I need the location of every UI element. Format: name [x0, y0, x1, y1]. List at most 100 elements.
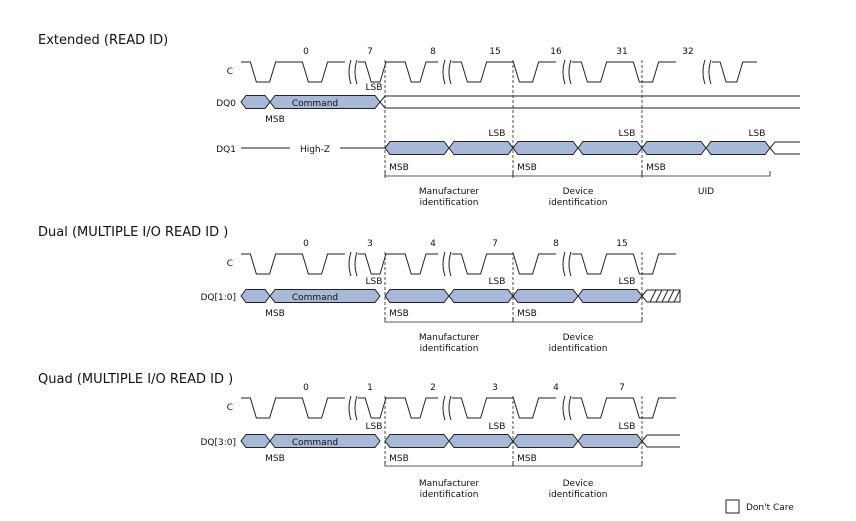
clock-number: 3: [492, 383, 498, 393]
group-manufacturer-id-line2: identification: [420, 198, 479, 208]
dont-care-label: Don't Care: [746, 503, 794, 513]
dout-cell: [384, 141, 450, 155]
command-label: Command: [292, 293, 338, 303]
dout-cell: [448, 141, 514, 155]
hatch-line: [655, 289, 663, 303]
highz-label: High-Z: [300, 145, 330, 155]
hatch-line: [667, 289, 675, 303]
break-mark: [568, 395, 572, 421]
lsb-label: LSB: [489, 277, 506, 287]
msb-label: MSB: [517, 454, 537, 464]
break-mark: [562, 59, 566, 85]
group-manufacturer-id-line2: identification: [420, 490, 479, 500]
clock-wave: [241, 61, 345, 83]
clock-label: C: [227, 67, 233, 77]
clock-label: C: [227, 403, 233, 413]
command-cell: [269, 434, 381, 448]
break-mark: [568, 251, 572, 277]
group-device-id-line2: identification: [549, 344, 608, 354]
clock-label: C: [227, 259, 233, 269]
group-manufacturer-id-line1: Manufacturer: [419, 479, 480, 489]
break-mark: [702, 59, 706, 85]
group-manufacturer-id-line2: identification: [420, 344, 479, 354]
clock-number: 31: [616, 47, 627, 57]
break-mark: [562, 251, 566, 277]
group-device-id-line2: identification: [549, 198, 608, 208]
break-mark: [354, 251, 358, 277]
section-title: Dual (MULTIPLE I/O READ ID ): [38, 225, 228, 240]
lsb-label: LSB: [366, 277, 383, 287]
break-mark: [348, 395, 352, 421]
legend: Don't Care: [725, 499, 794, 514]
dout-cell: [448, 434, 514, 448]
command-label: Command: [292, 99, 338, 109]
msb-cell: [240, 289, 271, 303]
hatch-line: [673, 289, 681, 303]
clock-number: 0: [303, 47, 309, 57]
dout-cell: [512, 141, 579, 155]
dout-cell: [705, 141, 771, 155]
clock-number: 7: [619, 383, 625, 393]
dq1-idle-bus: [769, 141, 800, 155]
clock-number: 0: [303, 239, 309, 249]
break-mark: [708, 59, 712, 85]
clock-wave: [358, 253, 438, 275]
clock-number: 4: [553, 383, 559, 393]
msb-label: MSB: [646, 163, 666, 173]
clock-wave: [452, 253, 556, 275]
clock-wave: [241, 397, 345, 419]
group-bracket: [512, 317, 643, 323]
msb-cell: [240, 434, 271, 448]
idle-bus: [641, 434, 680, 448]
hatch-line: [649, 289, 657, 303]
clock-number: 4: [430, 239, 436, 249]
dout-cell: [448, 289, 514, 303]
lsb-label: LSB: [489, 129, 506, 139]
clock-number: 16: [550, 47, 562, 57]
dq0-label: DQ0: [216, 99, 236, 109]
lsb-label: LSB: [619, 129, 636, 139]
clock-wave: [572, 61, 676, 83]
lsb-label: LSB: [366, 83, 383, 93]
group-manufacturer-id-line1: Manufacturer: [419, 333, 480, 343]
group-device-id-line1: Device: [563, 333, 594, 343]
msb-label: MSB: [265, 309, 285, 319]
break-mark: [354, 395, 358, 421]
group-uid: UID: [698, 187, 714, 197]
dout-cell: [577, 141, 643, 155]
command-label: Command: [292, 438, 338, 448]
clock-number: 15: [489, 47, 500, 57]
break-mark: [348, 59, 352, 85]
msb-label: MSB: [389, 454, 409, 464]
clock-wave: [452, 61, 556, 83]
group-bracket: [641, 171, 771, 177]
group-manufacturer-id-line1: Manufacturer: [419, 187, 480, 197]
break-mark: [568, 59, 572, 85]
clock-number: 7: [492, 239, 498, 249]
clock-wave: [712, 61, 757, 83]
clock-number: 3: [367, 239, 373, 249]
break-mark: [442, 395, 446, 421]
command-cell: [269, 289, 381, 303]
dont-care-swatch: [725, 499, 740, 514]
clock-wave: [241, 253, 345, 275]
clock-number: 0: [303, 383, 309, 393]
hatch-line: [661, 289, 669, 303]
clock-number: 2: [430, 383, 436, 393]
group-device-id-line1: Device: [563, 479, 594, 489]
group-device-id-line1: Device: [563, 187, 594, 197]
lsb-label: LSB: [619, 422, 636, 432]
clock-number: 1: [367, 383, 373, 393]
dq0-idle-bus: [379, 95, 800, 109]
break-mark: [348, 251, 352, 277]
msb-label: MSB: [389, 163, 409, 173]
clock-wave: [452, 397, 556, 419]
clock-number: 8: [430, 47, 436, 57]
